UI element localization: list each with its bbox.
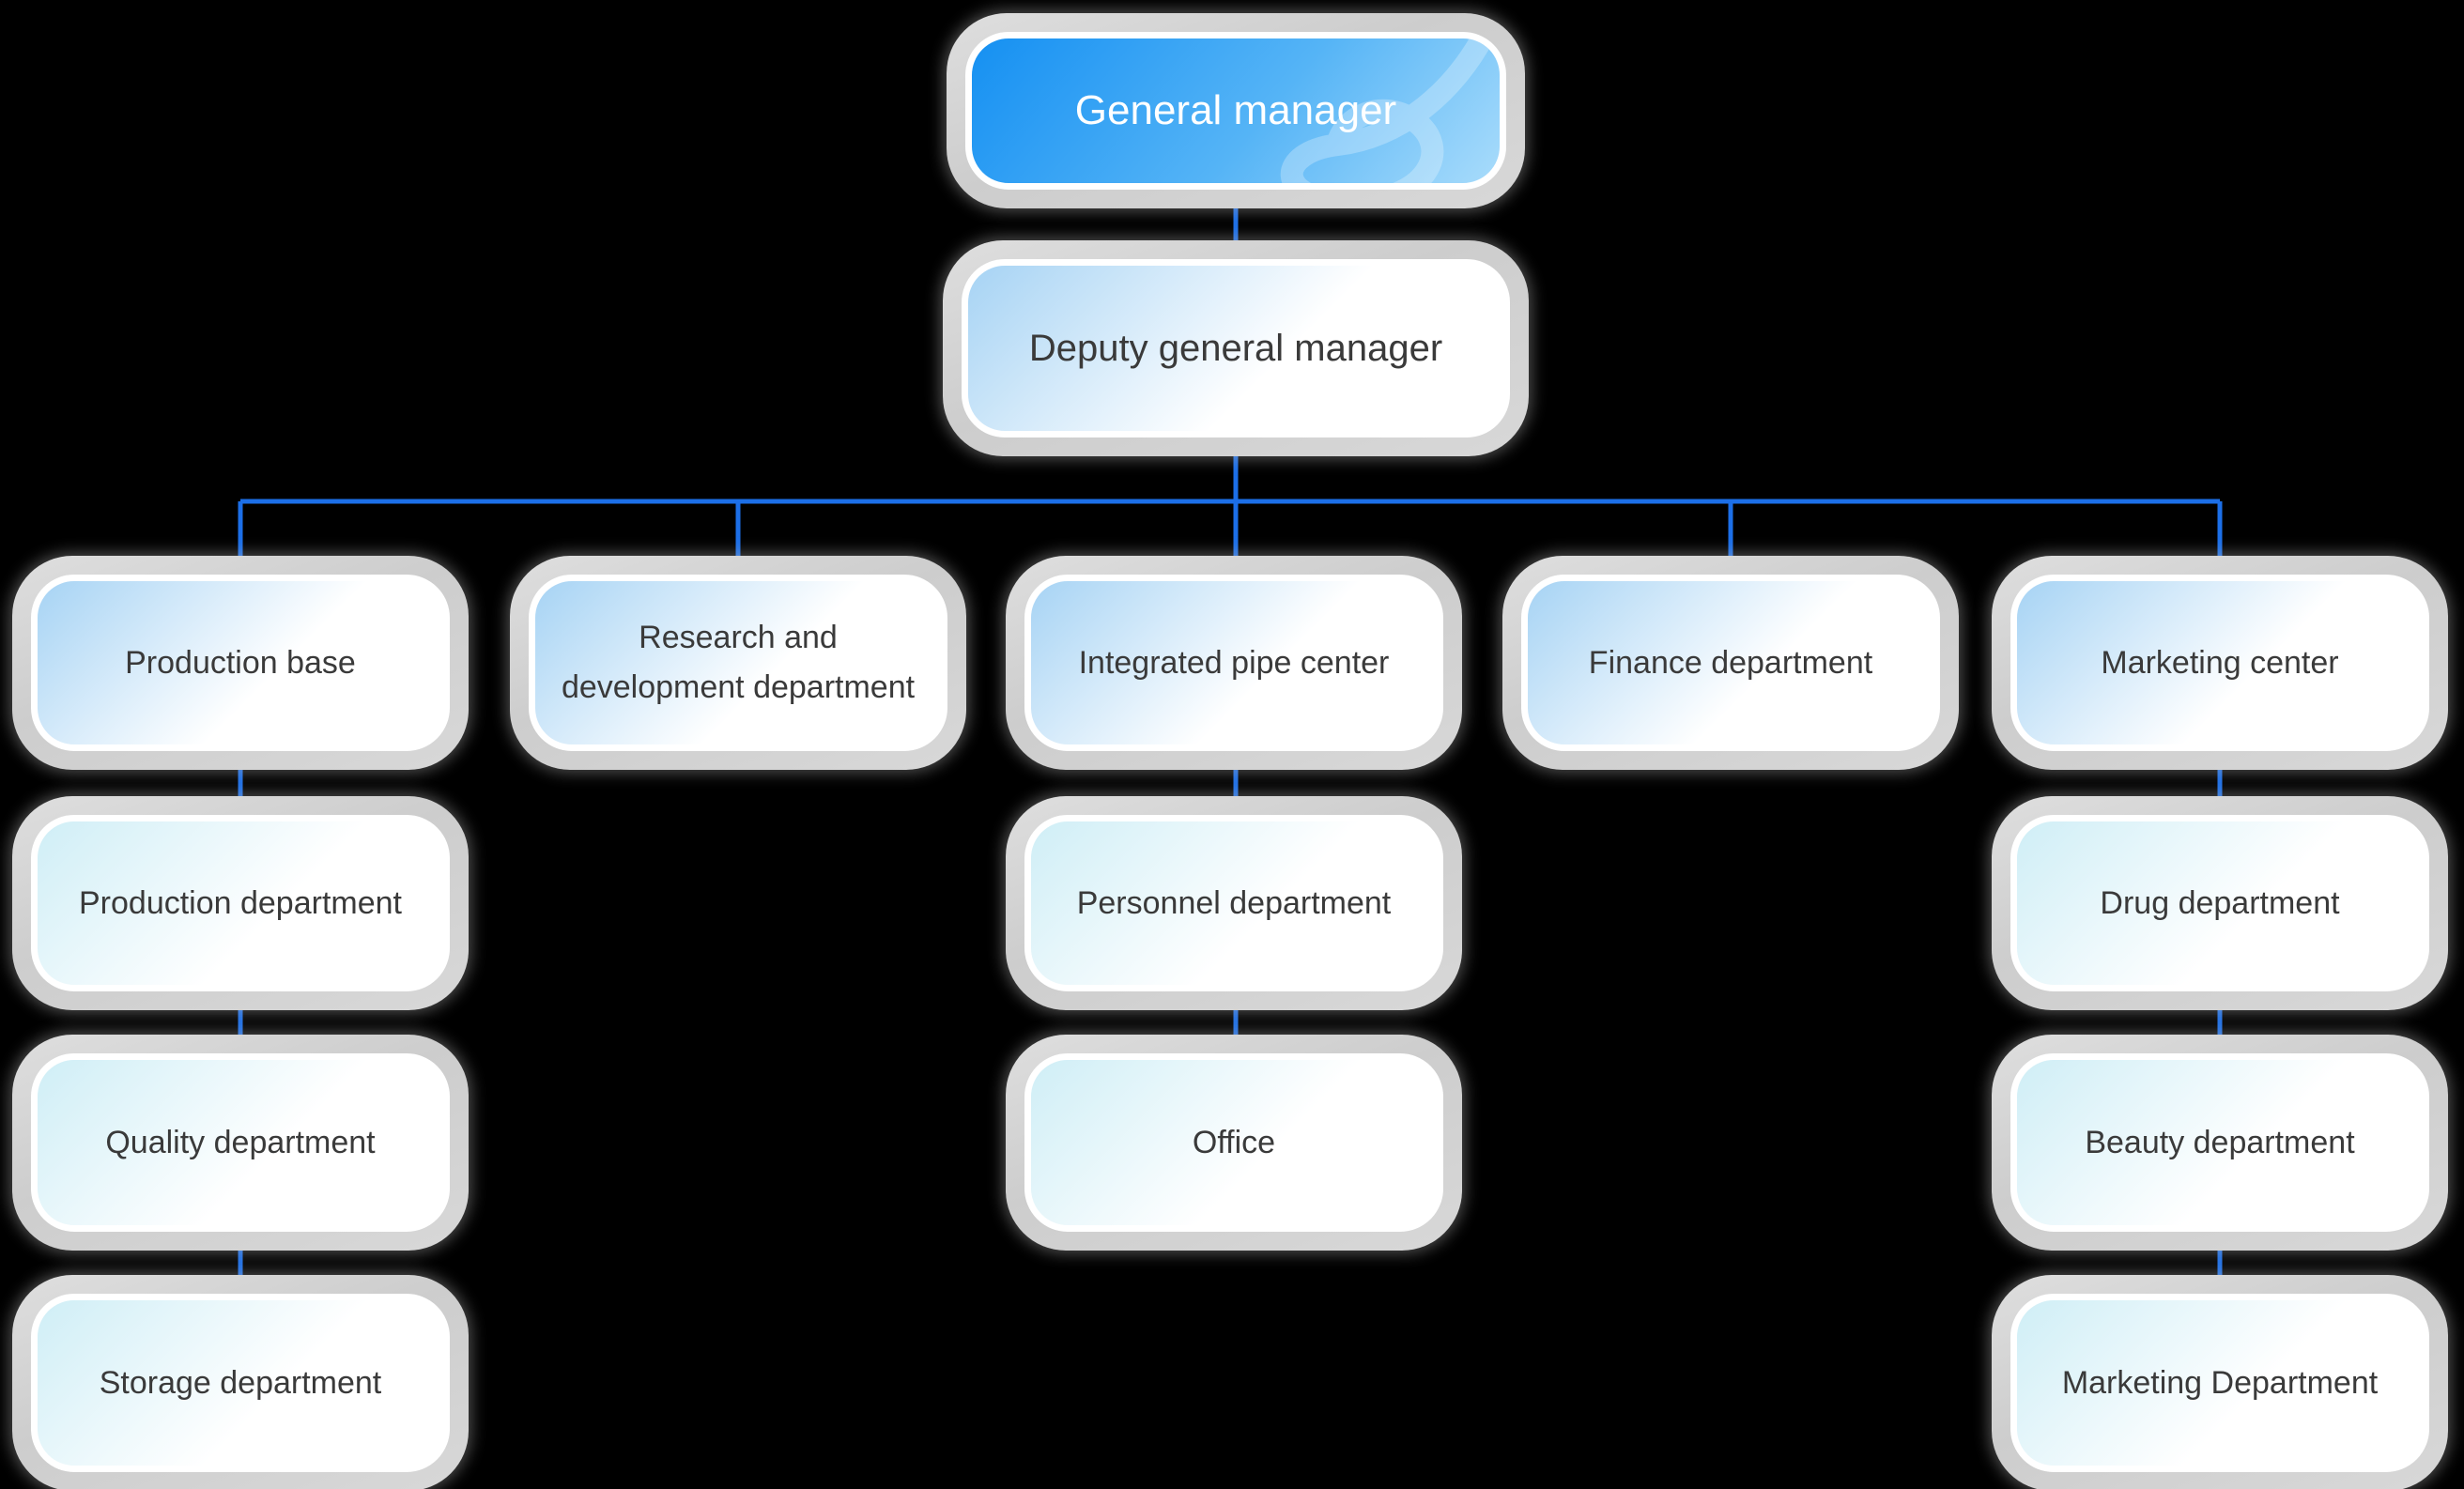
org-node-general-manager[interactable]: General manager: [947, 13, 1525, 208]
org-node-label: Quality department: [105, 1124, 376, 1160]
org-node-production-department[interactable]: Production department: [12, 796, 469, 1010]
org-node-marketing-department[interactable]: Marketing Department: [1992, 1275, 2448, 1489]
org-node-production-base[interactable]: Production base: [12, 556, 469, 770]
org-node-label: Storage department: [99, 1364, 382, 1401]
org-node-label: Marketing center: [2101, 644, 2339, 681]
org-node-body: Finance department: [1521, 575, 1940, 751]
org-node-quality-department[interactable]: Quality department: [12, 1035, 469, 1251]
org-node-body: Quality department: [31, 1053, 450, 1232]
org-node-body: Storage department: [31, 1294, 450, 1472]
org-node-label: Beauty department: [2085, 1124, 2355, 1160]
org-node-personnel-department[interactable]: Personnel department: [1006, 796, 1462, 1010]
org-node-beauty-department[interactable]: Beauty department: [1992, 1035, 2448, 1251]
org-node-body: General manager: [965, 32, 1506, 190]
org-node-body: Deputy general manager: [962, 259, 1510, 437]
org-node-body: Marketing center: [2010, 575, 2429, 751]
org-node-label: General manager: [1074, 86, 1397, 133]
org-node-rnd-department[interactable]: Research and development department: [510, 556, 966, 770]
org-node-body: Beauty department: [2010, 1053, 2429, 1232]
org-node-label: Marketing Department: [2061, 1364, 2379, 1401]
org-node-label: Production base: [125, 644, 356, 681]
org-node-body: Research and development department: [529, 575, 947, 751]
org-node-body: Integrated pipe center: [1024, 575, 1443, 751]
org-node-deputy-general-manager[interactable]: Deputy general manager: [943, 240, 1529, 456]
org-node-body: Personnel department: [1024, 815, 1443, 991]
org-node-label: Finance department: [1588, 644, 1873, 681]
org-node-label: Personnel department: [1076, 884, 1392, 921]
org-node-marketing-center[interactable]: Marketing center: [1992, 556, 2448, 770]
org-node-label: Deputy general manager: [1028, 328, 1443, 369]
org-node-integrated-pipe-center[interactable]: Integrated pipe center: [1006, 556, 1462, 770]
org-node-body: Production department: [31, 815, 450, 991]
org-node-label: Drug department: [2100, 884, 2340, 921]
org-node-label: Integrated pipe center: [1078, 644, 1390, 681]
org-node-label: Research and development department: [561, 620, 916, 705]
org-node-label: Office: [1192, 1124, 1276, 1160]
org-node-finance-department[interactable]: Finance department: [1502, 556, 1959, 770]
org-node-drug-department[interactable]: Drug department: [1992, 796, 2448, 1010]
org-node-body: Drug department: [2010, 815, 2429, 991]
org-node-body: Production base: [31, 575, 450, 751]
org-node-label: Production department: [79, 884, 402, 921]
org-node-storage-department[interactable]: Storage department: [12, 1275, 469, 1489]
org-node-body: Office: [1024, 1053, 1443, 1232]
org-node-office[interactable]: Office: [1006, 1035, 1462, 1251]
org-node-body: Marketing Department: [2010, 1294, 2429, 1472]
